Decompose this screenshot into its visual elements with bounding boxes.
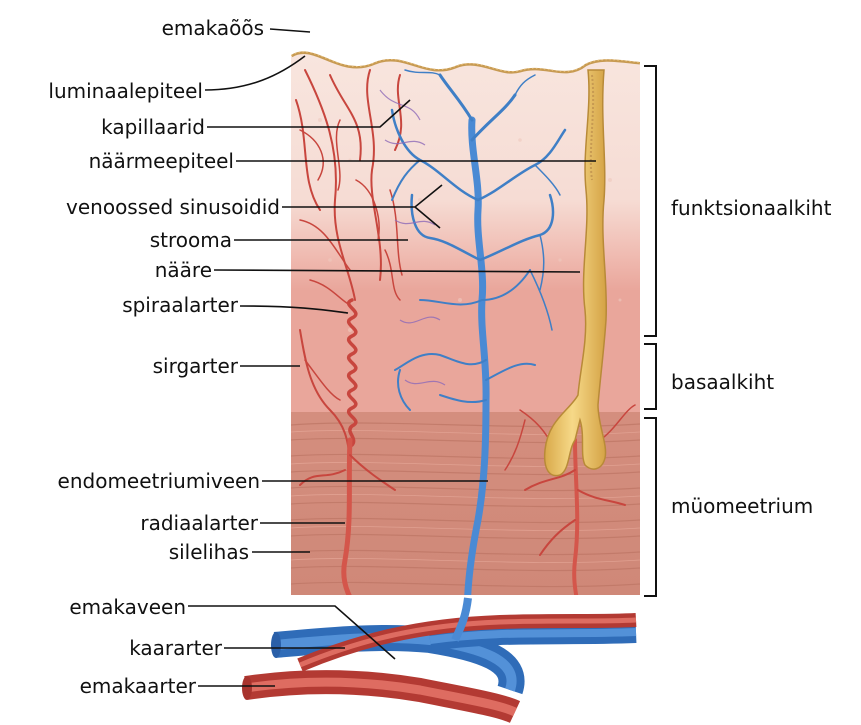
label-emakaarter: emakaarter xyxy=(80,674,196,698)
label-silelihas: silelihas xyxy=(169,540,249,564)
label-sirgarter: sirgarter xyxy=(153,354,238,378)
label-emakaveen: emakaveen xyxy=(69,595,186,619)
label-basaalkiht: basaalkiht xyxy=(671,370,774,394)
label-myomeetrium: müomeetrium xyxy=(671,494,813,518)
large-vessels xyxy=(242,598,636,712)
label-radiaalarter: radiaalarter xyxy=(140,511,258,535)
label-naare: nääre xyxy=(155,258,212,282)
label-spiraalarter: spiraalarter xyxy=(122,293,238,317)
label-kaararter: kaararter xyxy=(129,636,222,660)
label-funktsionaalkiht: funktsionaalkiht xyxy=(671,196,831,220)
label-kapillaarid: kapillaarid xyxy=(101,115,205,139)
label-strooma: strooma xyxy=(150,228,232,252)
label-emakaoos: emakaõõs xyxy=(162,16,264,40)
label-luminaalepiteel: luminaalepiteel xyxy=(48,79,203,103)
layer-brackets xyxy=(644,66,656,596)
tissue-block xyxy=(291,40,640,640)
label-endomeetriumiveen: endomeetriumiveen xyxy=(58,469,260,493)
label-venoossed-sinusoidid: venoossed sinusoidid xyxy=(66,195,280,219)
label-naarmeepiteel: näärmeepiteel xyxy=(89,149,234,173)
